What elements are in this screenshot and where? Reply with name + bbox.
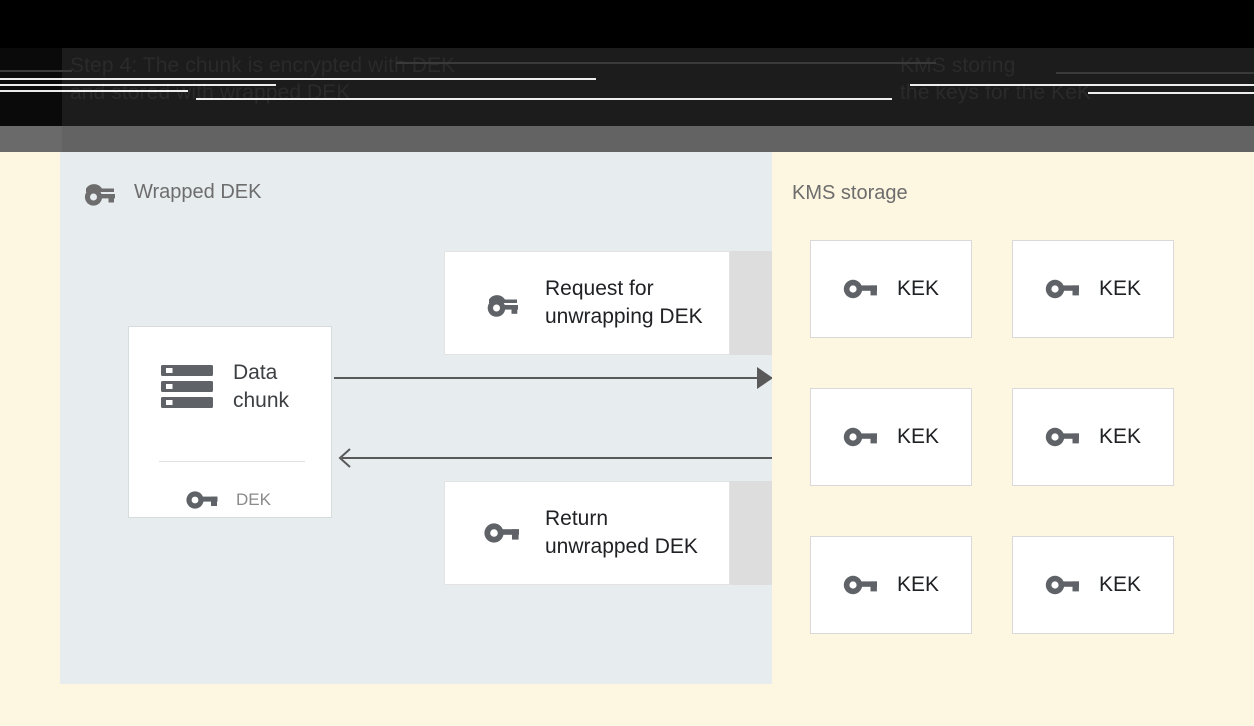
- chrome-artifact-streak: [0, 78, 596, 80]
- kek-card[interactable]: KEK: [810, 536, 972, 634]
- chrome-dark-band: [0, 48, 1254, 126]
- kek-label: KEK: [1098, 277, 1142, 300]
- chrome-artifact-streak: [0, 70, 72, 72]
- arrow-request-right-head: [757, 367, 772, 389]
- return-unwrapped-dek-card[interactable]: Return unwrapped DEK: [444, 481, 730, 585]
- diagram-stage: Wrapped DEK: [0, 152, 1254, 726]
- kek-grid: KEK KEK: [810, 240, 1212, 634]
- key-icon: [843, 425, 881, 449]
- chrome-artifact-streak: [1088, 92, 1254, 94]
- key-icon: [1045, 425, 1083, 449]
- chrome-artifact-streak: [196, 98, 892, 100]
- chrome-gray-bar: [0, 126, 1254, 152]
- arrow-return-left-head: [338, 448, 358, 468]
- data-chunk-card[interactable]: Data chunk DEK: [128, 326, 332, 518]
- wrapped-dek-panel: Wrapped DEK: [60, 152, 772, 684]
- kek-label: KEK: [1098, 425, 1142, 448]
- kek-label: KEK: [896, 277, 940, 300]
- storage-chunk-icon: [159, 363, 215, 411]
- data-chunk-divider: [159, 461, 305, 462]
- chrome-artifact-streak: [1056, 72, 1254, 74]
- return-card-label: Return unwrapped DEK: [545, 507, 698, 558]
- dek-label: DEK: [236, 490, 271, 509]
- kms-storage-panel: KMS storage KEK: [772, 152, 1254, 684]
- chrome-left-block: [0, 48, 62, 126]
- wrapped-dek-header: Wrapped DEK: [80, 178, 261, 206]
- chrome-artifact-streak: [910, 84, 1254, 86]
- dek-row: DEK: [186, 489, 271, 511]
- kek-card[interactable]: KEK: [810, 240, 972, 338]
- key-icon: [483, 520, 523, 546]
- key-icon: [843, 277, 881, 301]
- wrapped-key-icon: [483, 288, 523, 318]
- data-chunk-label: Data chunk: [233, 361, 290, 412]
- return-card-shadow: [730, 481, 772, 585]
- kek-card[interactable]: KEK: [1012, 388, 1174, 486]
- wrapped-key-icon: [80, 178, 120, 206]
- kek-card[interactable]: KEK: [810, 388, 972, 486]
- kek-label: KEK: [1098, 573, 1142, 596]
- chrome-artifact-streak: [0, 90, 188, 92]
- wrapped-dek-title: Wrapped DEK: [134, 180, 262, 203]
- chrome-gray-bar-notch: [0, 126, 62, 152]
- request-for-unwrapping-dek-card[interactable]: Request for unwrapping DEK: [444, 251, 730, 355]
- kek-card[interactable]: KEK: [1012, 536, 1174, 634]
- key-icon: [1045, 277, 1083, 301]
- kek-card[interactable]: KEK: [1012, 240, 1174, 338]
- arrow-request-right-line: [334, 377, 772, 379]
- key-icon: [843, 573, 881, 597]
- kek-label: KEK: [896, 425, 940, 448]
- top-chrome-bar: Step 4: The chunk is encrypted with DEK …: [0, 0, 1254, 152]
- chrome-artifact-streak: [0, 84, 276, 86]
- chrome-artifact-streak: [396, 62, 936, 64]
- request-card-shadow: [730, 251, 772, 355]
- key-icon: [1045, 573, 1083, 597]
- chrome-title-right: KMS storing the keys for the KeK: [900, 54, 1092, 104]
- key-icon: [186, 489, 220, 511]
- arrow-return-left-line: [342, 457, 772, 459]
- request-card-label: Request for unwrapping DEK: [545, 277, 703, 328]
- kms-storage-title: KMS storage: [792, 182, 908, 204]
- kek-label: KEK: [896, 573, 940, 596]
- data-chunk-row: Data chunk: [159, 359, 289, 415]
